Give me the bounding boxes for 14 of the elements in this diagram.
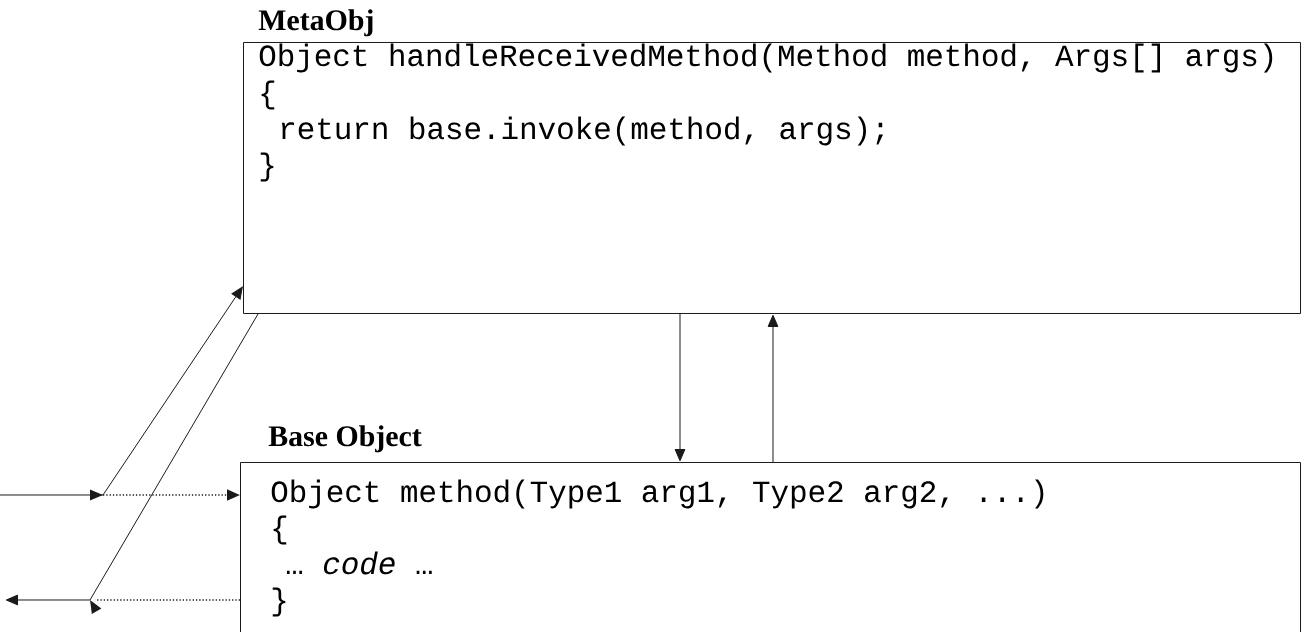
code-line: { (273, 515, 287, 545)
box-heading: MetaObj (258, 9, 373, 37)
arrow (674, 313, 686, 462)
code-line: } (272, 587, 286, 617)
code-line: … code … (287, 551, 432, 575)
code-line: return base.invoke(method, args); (281, 116, 884, 146)
code-line: Object method(Type1 arg1, Type2 arg2, ...) (271, 479, 1044, 509)
code-line: } (260, 152, 274, 182)
code-line: Object handleReceivedMethod(Method method, Args[] args) (259, 43, 1273, 73)
box-heading: Base Object (268, 425, 422, 453)
arrow (0, 286, 243, 501)
arrow (767, 314, 779, 463)
code-line: { (261, 80, 275, 110)
arrow (5, 313, 259, 614)
